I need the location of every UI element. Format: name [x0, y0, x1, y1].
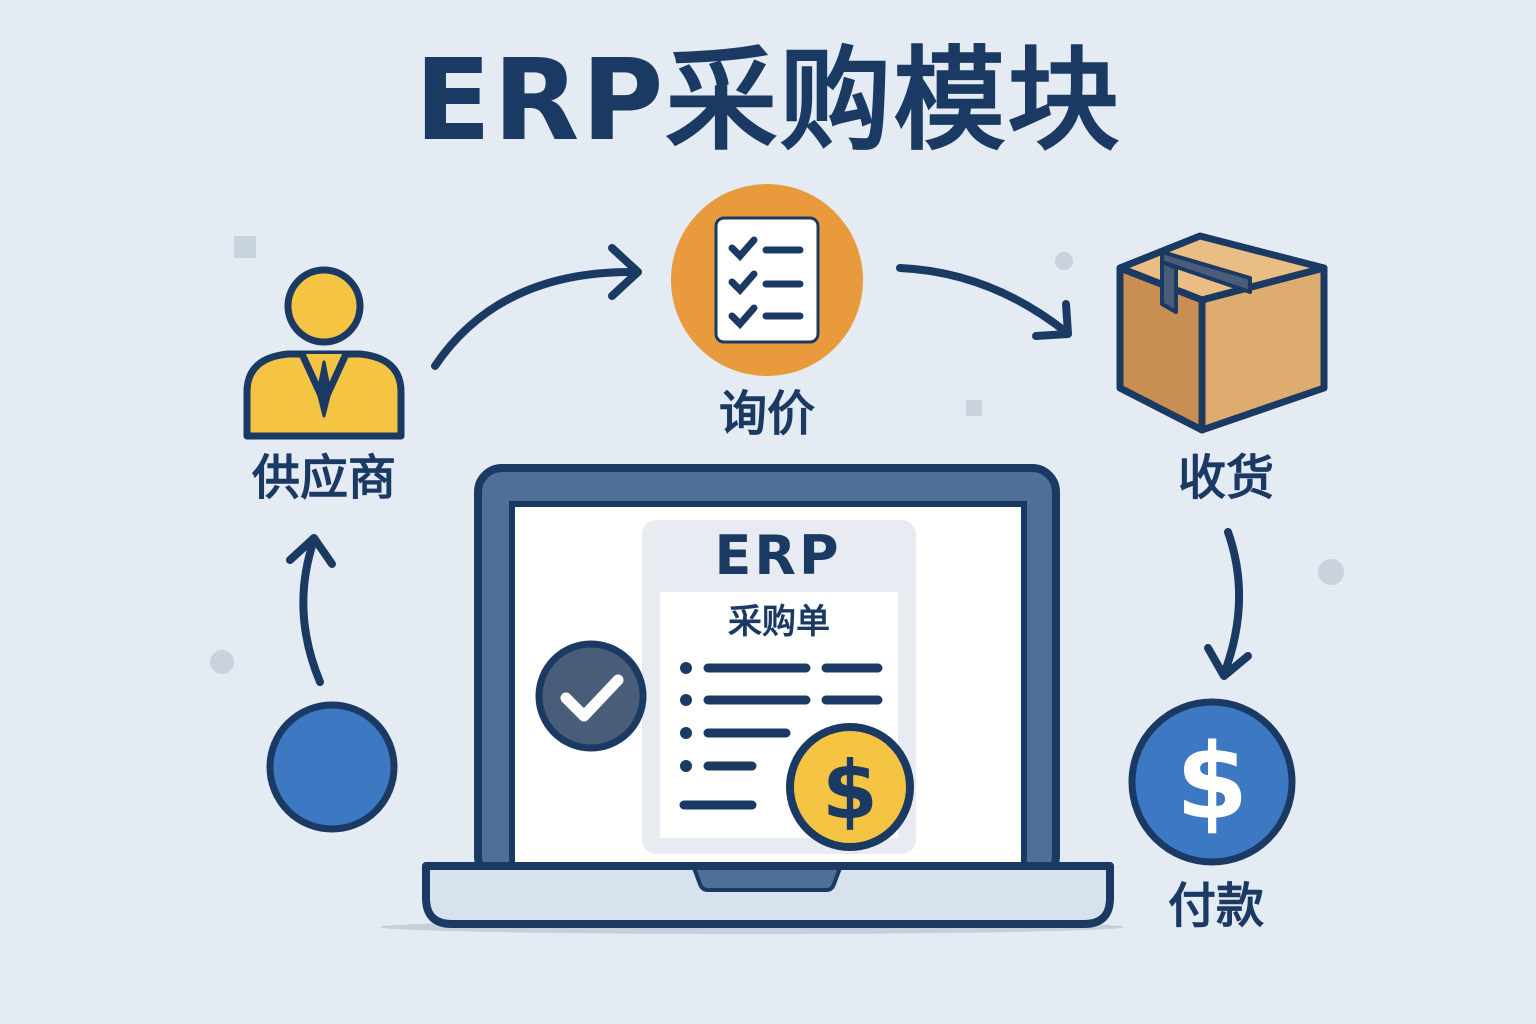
flow-arrows — [286, 244, 1252, 686]
supplier-person-icon — [243, 266, 405, 440]
payment-dollar-icon: $ — [1128, 698, 1296, 866]
erp-app-label: ERP — [714, 524, 842, 587]
step-label-supplier: 供应商 — [251, 450, 396, 506]
diagram-title: ERP采购模块 — [414, 36, 1122, 166]
svg-text:$: $ — [822, 744, 878, 837]
decorative-dots — [210, 236, 1344, 674]
start-circle-icon — [266, 701, 398, 833]
step-label-receiving: 收货 — [1177, 450, 1274, 506]
svg-text:$: $ — [1176, 721, 1248, 843]
approval-check-icon — [535, 640, 647, 752]
arrow-receiving-to-payment — [1220, 528, 1244, 678]
receiving-box-icon — [1116, 232, 1328, 434]
step-label-inquiry: 询价 — [718, 386, 815, 442]
arrow-inquiry-to-receiving — [896, 264, 1070, 336]
dollar-coin-icon — [786, 723, 914, 851]
inquiry-checklist-icon — [671, 184, 863, 376]
step-label-payment: 付款 — [1167, 878, 1264, 934]
purchase-order-document: $ — [642, 520, 916, 854]
arrow-start-to-supplier — [299, 536, 324, 686]
arrow-supplier-to-inquiry — [431, 267, 640, 370]
purchase-order-title: 采购单 — [728, 602, 830, 642]
